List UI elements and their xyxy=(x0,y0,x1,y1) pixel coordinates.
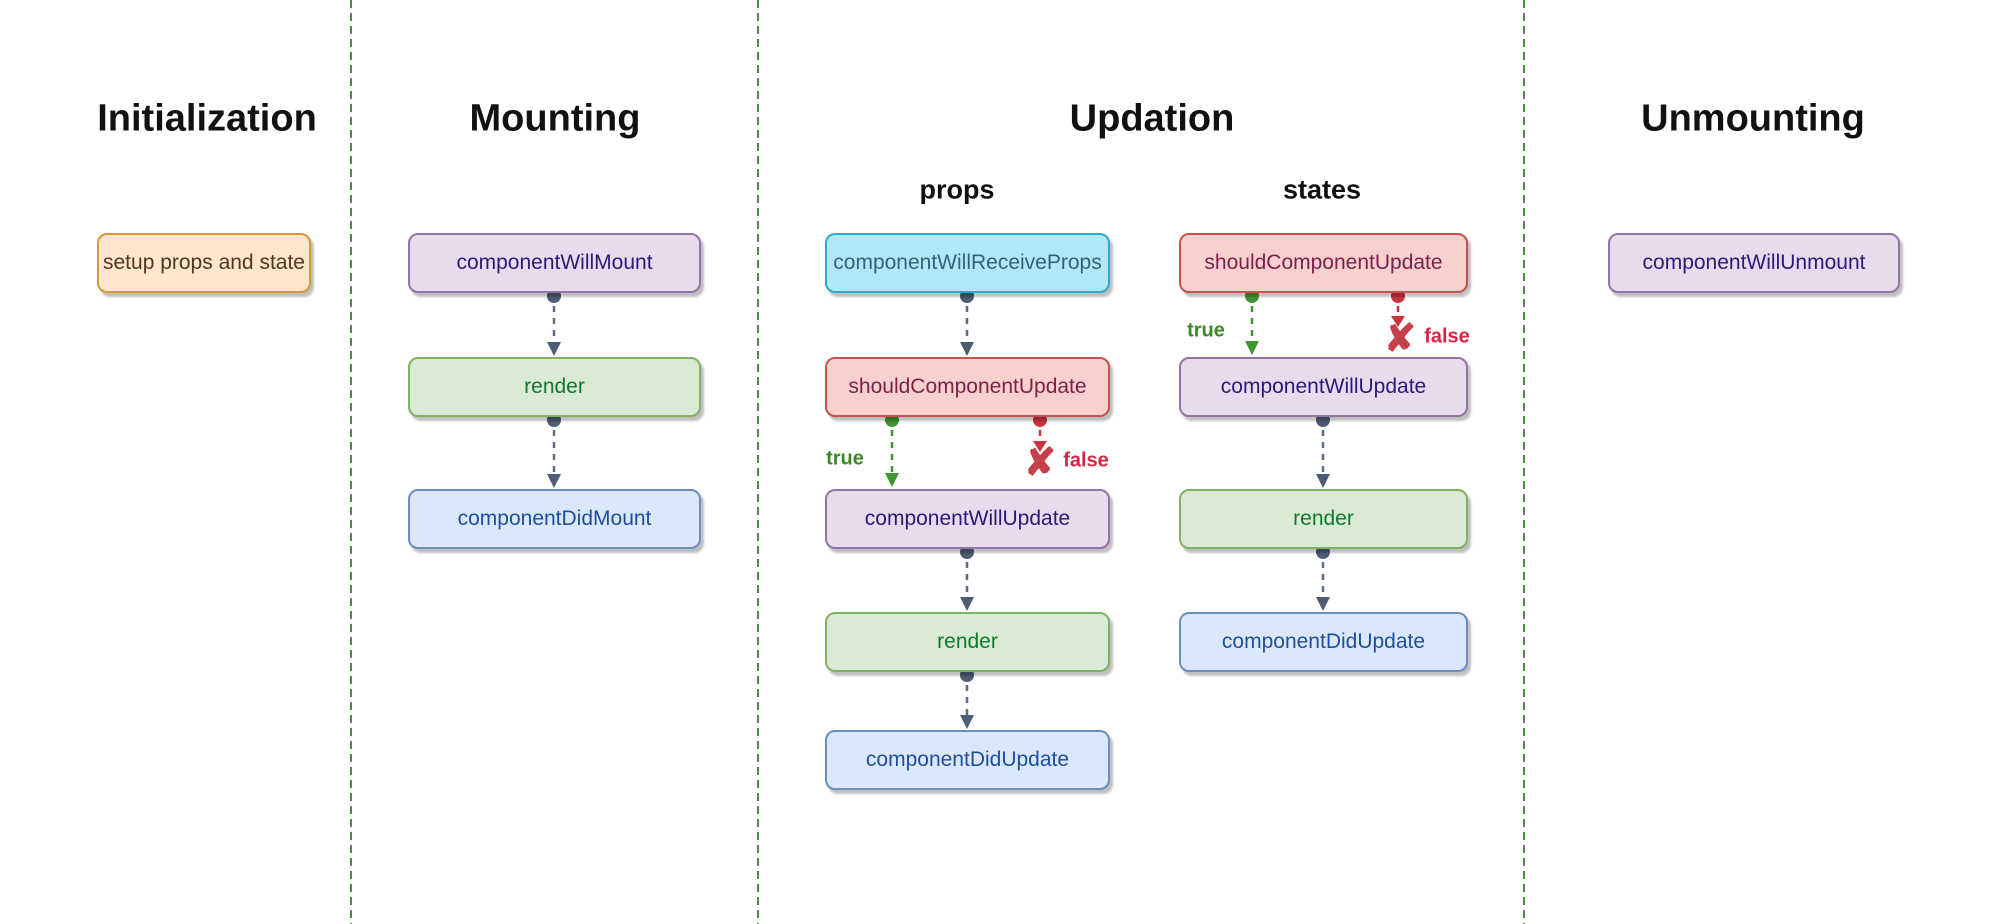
node-props-should-component-update: shouldComponentUpdate xyxy=(825,357,1110,417)
node-setup-props-and-state: setup props and state xyxy=(97,233,311,293)
node-component-did-mount: componentDidMount xyxy=(408,489,701,549)
false-branch-label-props: false xyxy=(1063,449,1109,472)
node-component-will-receive-props: componentWillReceiveProps xyxy=(825,233,1110,293)
phase-title-unmounting: Unmounting xyxy=(1641,97,1865,140)
node-states-component-will-update: componentWillUpdate xyxy=(1179,357,1468,417)
node-component-will-mount: componentWillMount xyxy=(408,233,701,293)
phase-title-mounting: Mounting xyxy=(469,97,641,140)
flow-arrow-states-componentWillUpdate-to-render xyxy=(1316,413,1330,488)
node-states-should-component-update: shouldComponentUpdate xyxy=(1179,233,1468,293)
true-branch-label-states: true xyxy=(1187,319,1225,342)
node-states-component-did-update: componentDidUpdate xyxy=(1179,612,1468,672)
node-props-render: render xyxy=(825,612,1110,672)
true-branch-label-props: true xyxy=(826,447,864,470)
phase-title-initialization: Initialization xyxy=(97,97,317,140)
flow-arrow-states-render-to-componentDidUpdate xyxy=(1316,545,1330,611)
flow-arrow-props-render-to-componentDidUpdate xyxy=(960,668,974,729)
updation-props-label: props xyxy=(919,174,995,205)
false-branch-label-states: false xyxy=(1424,325,1470,348)
true-arrow-props xyxy=(885,413,899,487)
false-cross-icon-props: ✘ xyxy=(1024,442,1056,484)
flow-arrow-render-to-componentDidMount xyxy=(547,413,561,488)
node-mounting-render: render xyxy=(408,357,701,417)
node-props-component-did-update: componentDidUpdate xyxy=(825,730,1110,790)
node-states-render: render xyxy=(1179,489,1468,549)
false-cross-icon-states: ✘ xyxy=(1384,318,1416,360)
node-component-will-unmount: componentWillUnmount xyxy=(1608,233,1900,293)
updation-states-label: states xyxy=(1282,174,1362,205)
phase-title-updation: Updation xyxy=(1069,97,1235,140)
flow-arrow-componentWillReceiveProps-to-shouldComponentUpdate xyxy=(960,289,974,356)
true-arrow-states xyxy=(1245,289,1259,355)
flow-arrow-props-componentWillUpdate-to-render xyxy=(960,545,974,611)
node-props-component-will-update: componentWillUpdate xyxy=(825,489,1110,549)
flow-arrow-componentWillMount-to-render xyxy=(547,289,561,356)
